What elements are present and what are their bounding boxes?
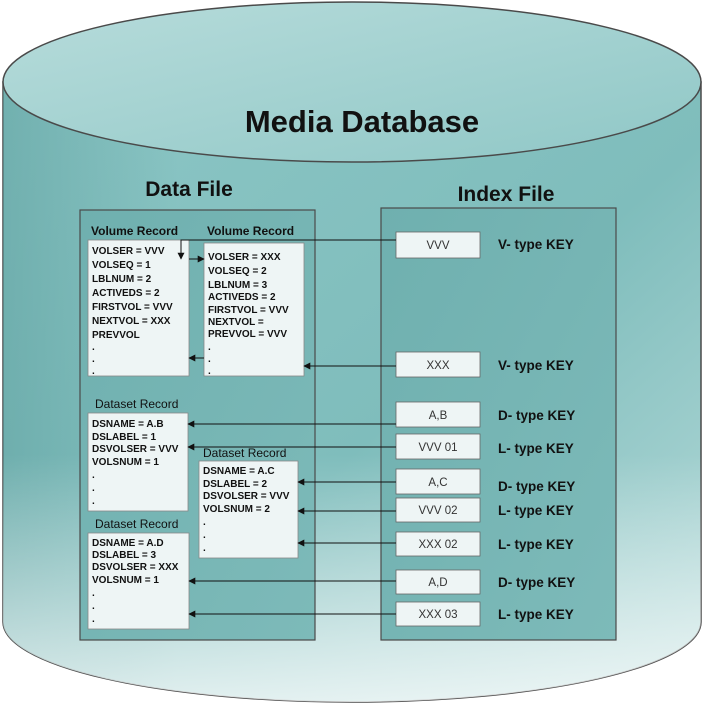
volume-record-1-field: . bbox=[92, 366, 95, 377]
dataset-record-2-field: VOLSNUM = 2 bbox=[203, 504, 270, 515]
index-key-row: A,B D- type KEY bbox=[395, 401, 575, 428]
volume-record-1-field: ACTIVEDS = 2 bbox=[92, 288, 160, 299]
index-key-box bbox=[395, 601, 481, 627]
diagram-title: Media Database bbox=[245, 104, 479, 139]
dataset-record-2-field: . bbox=[203, 530, 206, 541]
index-key-value: VVV 01 bbox=[419, 442, 458, 454]
index-key-value: XXX 02 bbox=[419, 539, 458, 551]
dataset-record-3-fields: DSNAME = A.D DSLABEL = 3 DSVOLSER = XXX … bbox=[92, 538, 179, 625]
index-key-row: XXX 02 L- type KEY bbox=[395, 531, 574, 557]
volume-record-1-field: VOLSEQ = 1 bbox=[92, 260, 151, 271]
index-key-type: V- type KEY bbox=[498, 358, 574, 373]
volume-record-2-field: ACTIVEDS = 2 bbox=[208, 292, 276, 303]
index-key-type: L- type KEY bbox=[498, 503, 574, 518]
dataset-record-2-field: DSNAME = A.C bbox=[203, 466, 275, 477]
volume-record-2-field: NEXTVOL = bbox=[208, 317, 264, 328]
index-key-row: A,C D- type KEY bbox=[395, 468, 575, 495]
index-key-row: XXX V- type KEY bbox=[395, 351, 574, 378]
index-file-label: Index File bbox=[458, 183, 555, 206]
volume-record-2-field: . bbox=[208, 366, 211, 377]
dataset-record-1-field: VOLSNUM = 1 bbox=[92, 457, 159, 468]
index-key-type: L- type KEY bbox=[498, 607, 574, 622]
volume-record-2-field: VOLSEQ = 2 bbox=[208, 266, 267, 277]
volume-record-1-field: . bbox=[92, 354, 95, 365]
dataset-record-1-title: Dataset Record bbox=[95, 397, 178, 411]
index-key-row: VVV 01 L- type KEY bbox=[395, 433, 574, 460]
volume-record-2-field: . bbox=[208, 354, 211, 365]
index-key-value: XXX bbox=[426, 360, 449, 372]
volume-record-2-field: LBLNUM = 3 bbox=[208, 280, 268, 291]
cylinder-top bbox=[2, 1, 702, 163]
index-key-type: D- type KEY bbox=[498, 479, 575, 494]
index-key-value: VVV 02 bbox=[419, 505, 458, 517]
volume-record-1-field: PREVVOL bbox=[92, 330, 140, 341]
volume-record-1-field: NEXTVOL = XXX bbox=[92, 316, 171, 327]
dataset-record-1-field: DSLABEL = 1 bbox=[92, 432, 156, 443]
dataset-record-3-field: DSVOLSER = XXX bbox=[92, 562, 179, 573]
dataset-record-2-field: . bbox=[203, 543, 206, 554]
dataset-record-3-field: VOLSNUM = 1 bbox=[92, 575, 159, 586]
dataset-record-2-field: DSLABEL = 2 bbox=[203, 479, 267, 490]
index-key-type: V- type KEY bbox=[498, 237, 574, 252]
index-key-value: A,B bbox=[429, 410, 448, 422]
dataset-record-2-title: Dataset Record bbox=[203, 446, 286, 460]
dataset-record-1-fields: DSNAME = A.B DSLABEL = 1 DSVOLSER = VVV … bbox=[92, 419, 179, 507]
volume-record-2-field: VOLSER = XXX bbox=[208, 252, 281, 263]
dataset-record-3-field: . bbox=[92, 588, 95, 599]
index-key-box bbox=[395, 569, 481, 595]
volume-record-2-field: . bbox=[208, 342, 211, 353]
volume-record-1-title: Volume Record bbox=[91, 224, 178, 238]
index-key-row: VVV 02 L- type KEY bbox=[395, 497, 574, 523]
dataset-record-1-box bbox=[87, 412, 189, 512]
dataset-record-2-field: DSVOLSER = VVV bbox=[203, 491, 290, 502]
dataset-record-3-field: . bbox=[92, 614, 95, 625]
index-key-box bbox=[395, 468, 481, 495]
volume-record-1-fields: VOLSER = VVV VOLSEQ = 1 LBLNUM = 2 ACTIV… bbox=[92, 246, 173, 377]
volume-record-2-title: Volume Record bbox=[207, 224, 294, 238]
dataset-record-1-field: DSNAME = A.B bbox=[92, 419, 164, 430]
dataset-record-2-fields: DSNAME = A.C DSLABEL = 2 DSVOLSER = VVV … bbox=[203, 466, 290, 554]
connector-arrow bbox=[177, 239, 396, 260]
index-key-type: L- type KEY bbox=[498, 441, 574, 456]
volume-record-1-field: LBLNUM = 2 bbox=[92, 274, 152, 285]
index-key-row: XXX 03 L- type KEY bbox=[395, 601, 574, 627]
dataset-record-1-field: DSVOLSER = VVV bbox=[92, 444, 179, 455]
volume-record-2-fields: VOLSER = XXX VOLSEQ = 2 LBLNUM = 3 ACTIV… bbox=[208, 252, 289, 377]
dataset-record-2-box bbox=[198, 460, 299, 559]
dataset-record-1-field: . bbox=[92, 470, 95, 481]
volume-record-1-field: VOLSER = VVV bbox=[92, 246, 165, 257]
data-file-label: Data File bbox=[145, 178, 233, 201]
index-key-value: VVV bbox=[426, 240, 449, 252]
dataset-record-3-title: Dataset Record bbox=[95, 517, 178, 531]
dataset-record-3-field: DSNAME = A.D bbox=[92, 538, 164, 549]
volume-record-2-field: FIRSTVOL = VVV bbox=[208, 305, 289, 316]
volume-record-1-box bbox=[87, 239, 190, 377]
index-key-box bbox=[395, 433, 481, 460]
volume-record-2-field: PREVVOL = VVV bbox=[208, 329, 287, 340]
index-key-box bbox=[395, 231, 481, 259]
index-key-box bbox=[395, 531, 481, 557]
index-key-box bbox=[395, 497, 481, 523]
volume-record-1-field: . bbox=[92, 342, 95, 353]
index-key-value: A,D bbox=[428, 577, 447, 589]
index-key-type: L- type KEY bbox=[498, 537, 574, 552]
dataset-record-3-box bbox=[87, 532, 190, 630]
dataset-record-3-field: . bbox=[92, 601, 95, 612]
index-key-value: A,C bbox=[428, 477, 447, 489]
dataset-record-2-field: . bbox=[203, 517, 206, 528]
dataset-record-1-field: . bbox=[92, 483, 95, 494]
index-key-type: D- type KEY bbox=[498, 575, 575, 590]
index-key-row: VVV V- type KEY bbox=[395, 231, 574, 259]
index-key-row: A,D D- type KEY bbox=[395, 569, 575, 595]
index-key-value: XXX 03 bbox=[419, 609, 458, 621]
dataset-record-1-field: . bbox=[92, 496, 95, 507]
dataset-record-3-field: DSLABEL = 3 bbox=[92, 550, 156, 561]
index-key-box bbox=[395, 351, 481, 378]
volume-record-1-field: FIRSTVOL = VVV bbox=[92, 302, 173, 313]
index-key-box bbox=[395, 401, 481, 428]
volume-record-2-box bbox=[203, 242, 305, 377]
index-key-type: D- type KEY bbox=[498, 408, 575, 423]
